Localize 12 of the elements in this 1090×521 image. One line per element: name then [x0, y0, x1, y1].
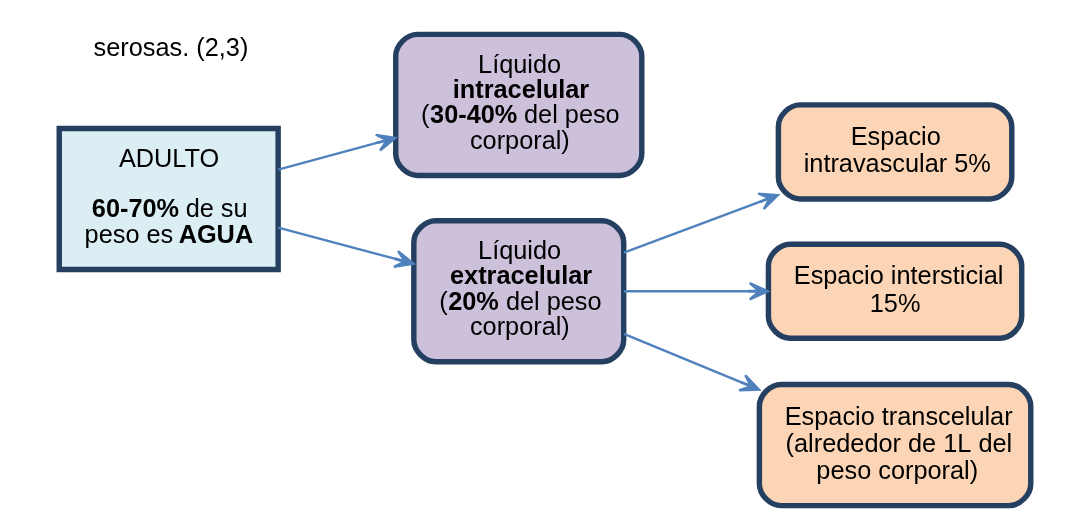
arrow [623, 192, 780, 254]
node-box: Espacio intersticial 15% [765, 241, 1025, 341]
node-box: Líquido extracelular (20% del peso corporal) [411, 218, 627, 365]
node-box: ADULTO 60-70% de su peso es AGUA [56, 125, 281, 273]
node-box: Espacio intravascular 5% [775, 102, 1015, 202]
node-box: Líquido intracelular (30-40% del peso corporal) [393, 31, 645, 179]
arrow [277, 133, 397, 171]
arrow [277, 226, 415, 269]
label: serosas. (2,3) [93, 32, 249, 61]
node-box: Espacio transcelular (alrededor de 1L del peso corporal) [756, 381, 1034, 509]
arrow [623, 332, 761, 392]
arrow [623, 281, 770, 301]
